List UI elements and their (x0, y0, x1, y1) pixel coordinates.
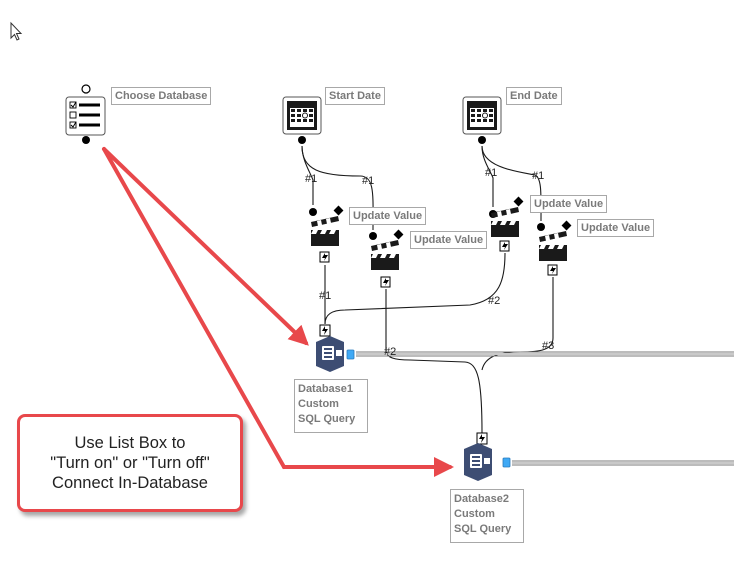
database2-label: Database2 Custom SQL Query (450, 489, 524, 543)
annotation-arrows (102, 147, 454, 477)
list-box-label: Choose Database (111, 87, 212, 105)
connection-label: #1 (362, 175, 375, 187)
calendar-icon (287, 101, 317, 130)
update-value-tool-4[interactable] (537, 220, 572, 276)
end-date-label: End Date (506, 87, 562, 105)
database-icon (316, 336, 344, 372)
start-date-tool[interactable] (282, 96, 322, 144)
update-value-label-1: Update Value (349, 207, 427, 225)
database1-label: Database1 Custom SQL Query (294, 379, 368, 433)
callout-line-3: Connect In-Database (52, 474, 208, 492)
update-value-label-2: Update Value (410, 231, 488, 249)
mouse-cursor-icon (10, 21, 23, 41)
clapperboard-icon (311, 216, 339, 246)
update-value-label-4: Update Value (577, 219, 655, 237)
connection-label: #2 (384, 346, 397, 358)
update-value-tool-3[interactable] (489, 196, 524, 252)
calendar-icon (467, 101, 497, 130)
connection-label: #1 (319, 290, 332, 302)
list-box-icon (69, 101, 100, 129)
list-box-tool[interactable] (65, 84, 106, 144)
connection-label: #1 (485, 167, 498, 179)
start-date-label: Start Date (325, 87, 385, 105)
clapperboard-icon (371, 240, 399, 270)
connect-in-db-tool-2[interactable] (464, 432, 511, 481)
connection-label: #2 (488, 295, 501, 307)
update-value-tool-1[interactable] (309, 205, 344, 263)
annotation-callout: Use List Box to "Turn on" or "Turn off" … (17, 414, 243, 512)
connection-label: #1 (532, 170, 545, 182)
update-value-label-3: Update Value (530, 195, 608, 213)
clapperboard-icon (539, 231, 567, 261)
end-date-tool[interactable] (462, 96, 502, 144)
connection-label: #3 (542, 340, 555, 352)
connection-label: #1 (305, 173, 318, 185)
callout-line-2: "Turn on" or "Turn off" (50, 454, 210, 472)
callout-line-1: Use List Box to (74, 434, 186, 452)
database-icon (464, 443, 492, 481)
update-value-tool-2[interactable] (369, 229, 404, 288)
connect-in-db-tool-1[interactable] (316, 324, 355, 372)
clapperboard-icon (491, 207, 519, 237)
in-db-streams (356, 351, 734, 466)
